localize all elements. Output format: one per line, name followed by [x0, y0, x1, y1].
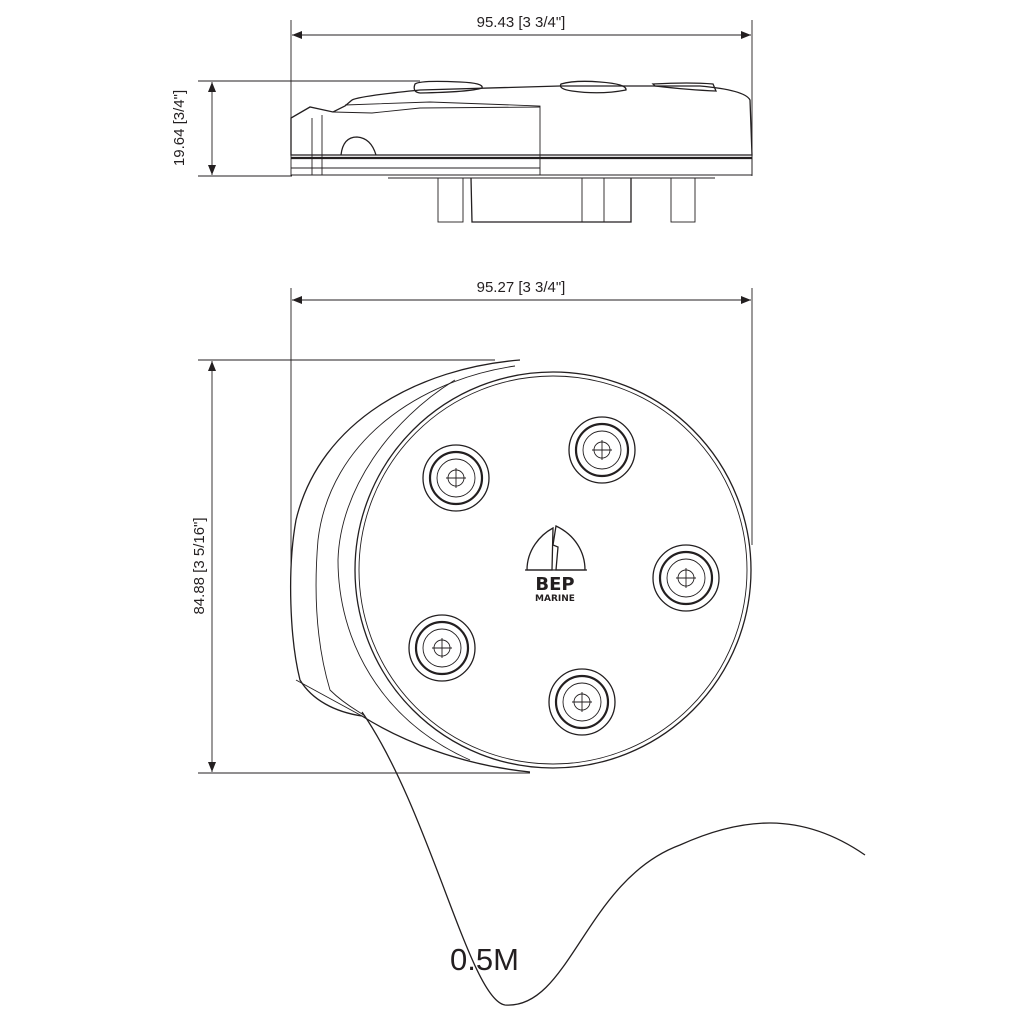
front-height-label: 84.88 [3 5/16"]	[191, 517, 208, 614]
buttons	[408, 416, 720, 736]
front-height-dimension: 84.88 [3 5/16"]	[191, 359, 530, 774]
button-bottom	[548, 668, 616, 736]
cable-length-label: 0.5M	[450, 942, 519, 977]
side-button	[651, 82, 718, 92]
button-top-left	[422, 444, 490, 512]
side-width-label: 95.43 [3 3/4"]	[477, 14, 566, 31]
front-width-dimension: 95.27 [3 3/4"]	[290, 279, 753, 572]
side-body	[290, 80, 753, 179]
button-bottom-left	[408, 614, 476, 682]
side-feet	[437, 177, 696, 223]
bep-marine-logo: BEP MARINE	[525, 525, 587, 604]
side-width-dimension: 95.43 [3 3/4"]	[290, 14, 753, 176]
front-view: 95.27 [3 3/4"] 84.88 [3 5/16"]	[191, 279, 866, 1006]
cable	[361, 711, 866, 1006]
button-top-right	[568, 416, 636, 484]
side-button	[559, 80, 627, 94]
side-button	[413, 80, 483, 94]
logo-text-marine: MARINE	[535, 594, 575, 604]
button-right	[652, 544, 720, 612]
logo-text-bep: BEP	[535, 574, 574, 595]
side-height-label: 19.64 [3/4"]	[171, 90, 188, 166]
side-height-dimension: 19.64 [3/4"]	[171, 80, 420, 177]
side-view: 95.43 [3 3/4"] 19.64 [3/4"]	[171, 14, 753, 223]
housing-outline	[290, 359, 752, 773]
front-width-label: 95.27 [3 3/4"]	[477, 279, 566, 296]
